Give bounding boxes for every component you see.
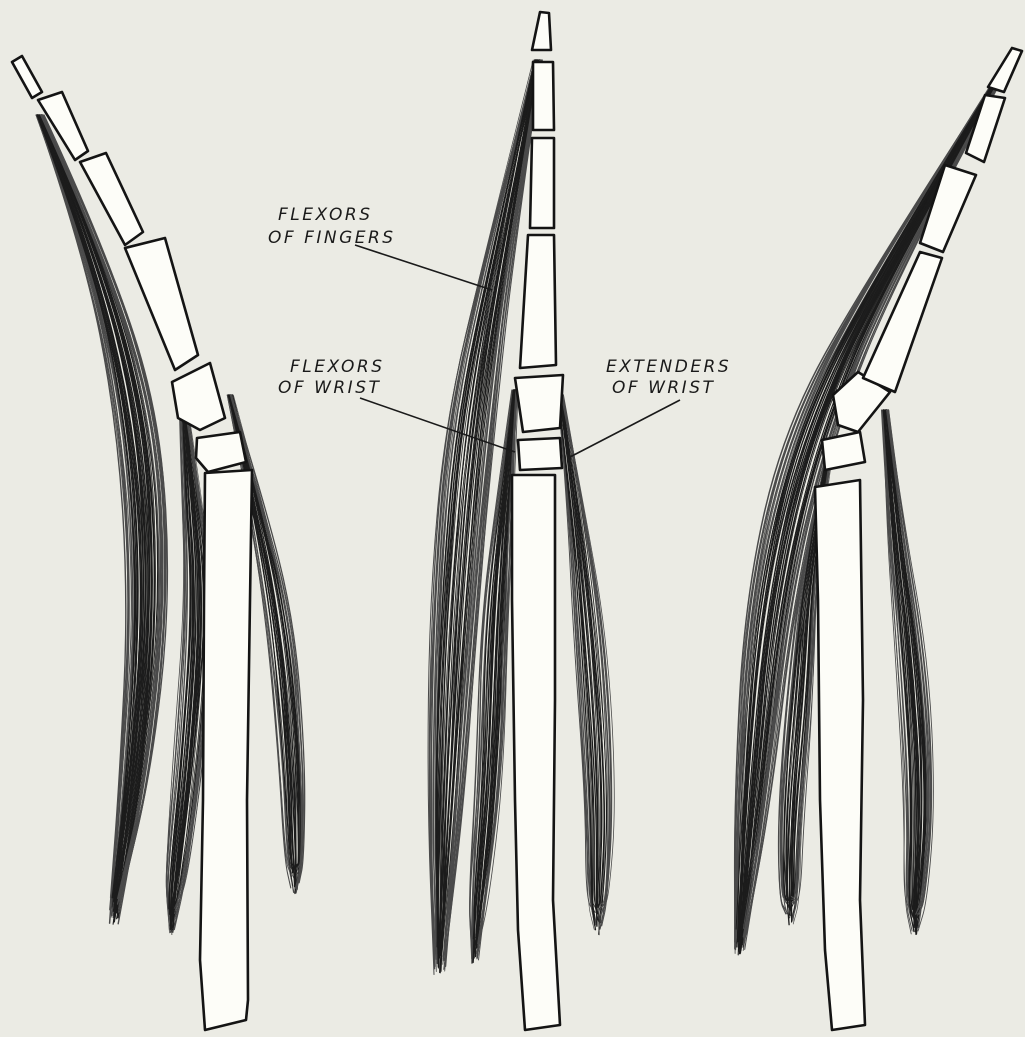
label-flexors-of-fingers-line2: OF FINGERS (268, 228, 396, 248)
label-flexors-of-fingers-line1: FLEXORS (278, 205, 373, 225)
finger-bone-2-middle (530, 138, 554, 228)
label-extenders-of-wrist-line2: OF WRIST (612, 378, 715, 398)
wrist-bone-upper-middle (515, 375, 563, 432)
wrist-bone-lower-right (822, 432, 865, 470)
label-flexors-of-wrist-line1: FLEXORS (290, 357, 385, 377)
forearm-bone-left (200, 470, 252, 1030)
label-extenders-of-wrist-line1: EXTENDERS (606, 357, 731, 377)
forearm-bone-middle (512, 475, 560, 1030)
finger-bone-3-middle (533, 62, 554, 130)
label-flexors-of-wrist-line2: OF WRIST (278, 378, 381, 398)
wrist-bone-lower-middle (518, 438, 562, 470)
